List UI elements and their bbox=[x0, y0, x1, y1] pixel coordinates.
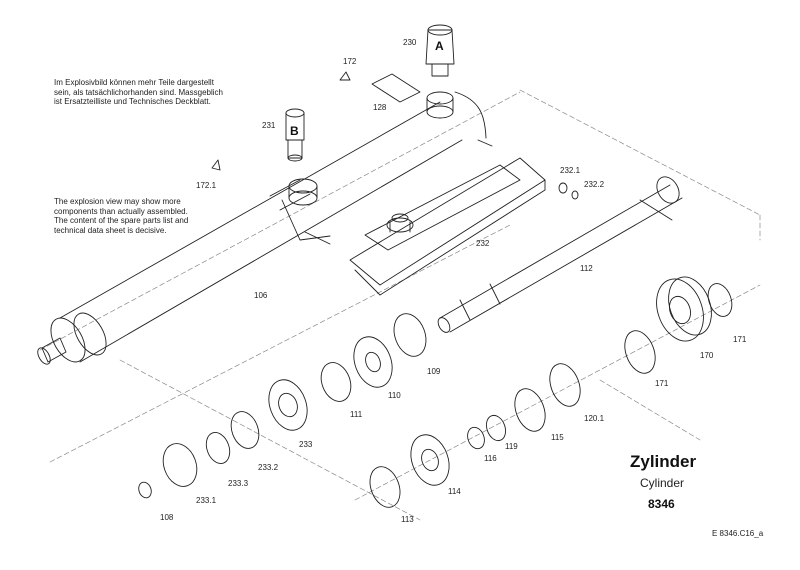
label-116: 116 bbox=[484, 454, 497, 463]
small-fittings bbox=[211, 71, 579, 200]
piston-rod bbox=[437, 176, 683, 333]
port-fittings bbox=[288, 91, 493, 206]
label-232-2: 232.2 bbox=[584, 180, 605, 189]
piston-assembly bbox=[624, 276, 733, 374]
badge-a: A bbox=[435, 39, 444, 53]
part-labels: 230 172 128 231 172.1 232.1 232.2 232 11… bbox=[160, 38, 747, 524]
part-b-fitting bbox=[285, 108, 305, 162]
label-114: 114 bbox=[448, 487, 461, 496]
cylinder-barrel bbox=[37, 101, 463, 365]
label-115: 115 bbox=[551, 433, 564, 442]
label-172: 172 bbox=[343, 57, 357, 66]
label-109: 109 bbox=[427, 367, 441, 376]
title-main: Zylinder bbox=[630, 452, 697, 471]
seal-rings-upper bbox=[138, 313, 427, 499]
label-230: 230 bbox=[403, 38, 417, 47]
label-108: 108 bbox=[160, 513, 174, 522]
label-170: 170 bbox=[700, 351, 714, 360]
label-112: 112 bbox=[580, 264, 593, 273]
drawing-number: 8346 bbox=[648, 497, 675, 511]
part-a-fitting bbox=[425, 24, 455, 77]
label-110: 110 bbox=[388, 391, 401, 400]
label-172-1: 172.1 bbox=[196, 181, 217, 190]
label-128: 128 bbox=[373, 103, 387, 112]
head-block bbox=[349, 157, 546, 296]
label-119: 119 bbox=[505, 442, 518, 451]
title-sub: Cylinder bbox=[640, 476, 685, 490]
label-233-1: 233.1 bbox=[196, 496, 217, 505]
label-171-a: 171 bbox=[733, 335, 747, 344]
german-note: Im Explosivbild können mehr Teile darges… bbox=[54, 78, 223, 106]
label-171-b: 171 bbox=[655, 379, 669, 388]
label-232: 232 bbox=[476, 239, 490, 248]
label-233: 233 bbox=[299, 440, 313, 449]
label-233-2: 233.2 bbox=[258, 463, 279, 472]
english-note: The explosion view may show more compone… bbox=[54, 197, 189, 235]
label-233-3: 233.3 bbox=[228, 479, 249, 488]
label-113: 113 bbox=[401, 515, 414, 524]
label-231: 231 bbox=[262, 121, 276, 130]
label-120-1: 120.1 bbox=[584, 414, 605, 423]
label-106: 106 bbox=[254, 291, 268, 300]
badge-b: B bbox=[290, 124, 299, 138]
drawing-id: E 8346.C16_a bbox=[712, 529, 764, 538]
label-111: 111 bbox=[350, 410, 363, 419]
construction-lines bbox=[39, 89, 761, 521]
label-232-1: 232.1 bbox=[560, 166, 581, 175]
seal-rings-lower bbox=[369, 363, 581, 508]
